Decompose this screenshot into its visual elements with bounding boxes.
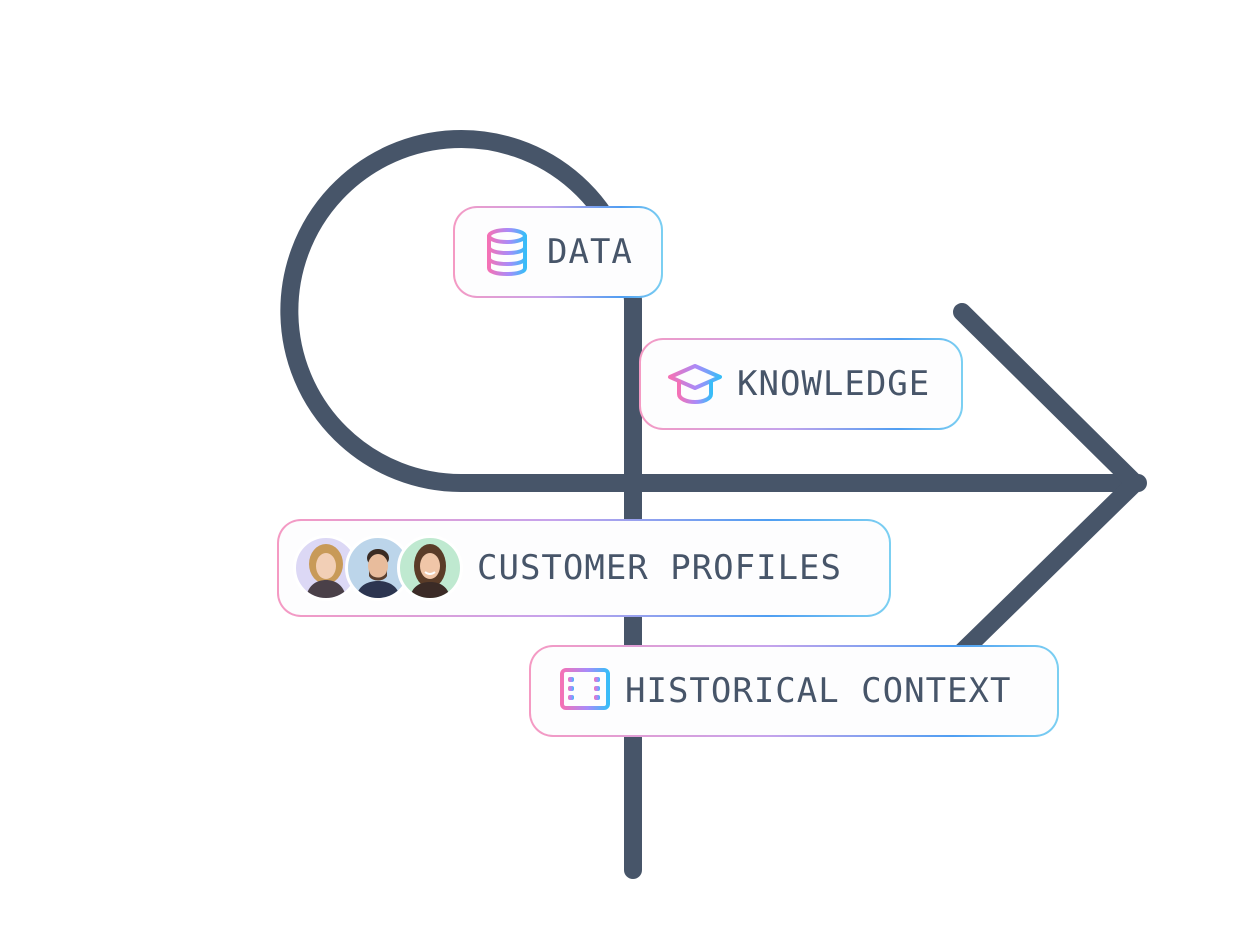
avatar-group [293,535,463,601]
data-pill: DATA [453,206,663,298]
graduation-cap-icon [667,362,723,406]
loop-curve [280,130,1147,879]
knowledge-label: KNOWLEDGE [737,364,931,404]
customer-profiles-label: CUSTOMER PROFILES [477,548,842,588]
historical-context-pill: HISTORICAL CONTEXT [529,645,1059,737]
arrow-head [953,303,1144,661]
knowledge-pill: KNOWLEDGE [639,338,963,430]
customer-profiles-pill: CUSTOMER PROFILES [277,519,891,617]
avatar [397,535,463,601]
historical-context-label: HISTORICAL CONTEXT [625,671,1012,711]
data-label: DATA [547,232,633,272]
open-book-icon [559,666,611,716]
database-icon [485,227,529,277]
